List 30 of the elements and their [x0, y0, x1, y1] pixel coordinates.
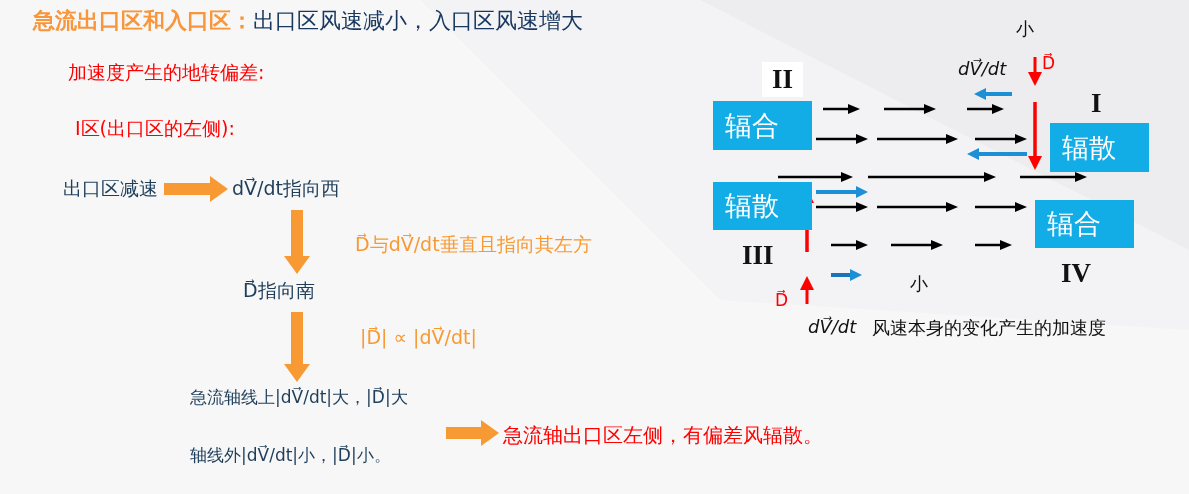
block-arrow — [284, 312, 310, 382]
region-box: 辐散 — [1050, 123, 1149, 172]
region-box: 辐合 — [713, 101, 812, 150]
heading-text: I区(出口区的左侧): — [75, 116, 235, 141]
region-numeral: II — [762, 62, 803, 97]
step-text: dV⃗/dt指向西 — [232, 176, 340, 202]
edge-label: |D⃗| ∝ |dV⃗/dt| — [360, 326, 477, 348]
step-text: 出口区减速 — [63, 176, 158, 202]
note-text: 风速本身的变化产生的加速度 — [872, 316, 1106, 340]
note-text: 小 — [910, 272, 928, 296]
formula-label: dV⃗/dt — [808, 316, 857, 337]
block-arrow — [284, 210, 310, 274]
region-numeral: IV — [1061, 258, 1091, 289]
region-box: 辐合 — [1035, 200, 1134, 248]
formula-label: D⃗ — [775, 290, 789, 310]
formula-label: dV⃗/dt — [958, 58, 1007, 79]
edge-label: D⃗与dV⃗/dt垂直且指向其左方 — [355, 232, 592, 257]
heading-text: 加速度产生的地转偏差: — [68, 60, 265, 85]
note-text: 小 — [1016, 17, 1034, 41]
title: 急流出口区和入口区：出口区风速减小，入口区风速增大 — [33, 7, 583, 35]
step-text: 轴线外|dV⃗/dt|小，|D⃗|小。 — [190, 444, 391, 467]
region-numeral: I — [1091, 88, 1102, 119]
step-text: 急流轴出口区左侧，有偏差风辐散。 — [503, 422, 823, 449]
region-numeral: III — [742, 240, 774, 271]
formula-label: D⃗ — [1042, 53, 1056, 73]
block-arrow — [164, 176, 228, 202]
step-text: D⃗指向南 — [243, 278, 315, 304]
block-arrow — [446, 420, 499, 446]
step-text: 急流轴线上|dV⃗/dt|大，|D⃗|大 — [190, 386, 408, 409]
region-box: 辐散 — [713, 182, 812, 230]
